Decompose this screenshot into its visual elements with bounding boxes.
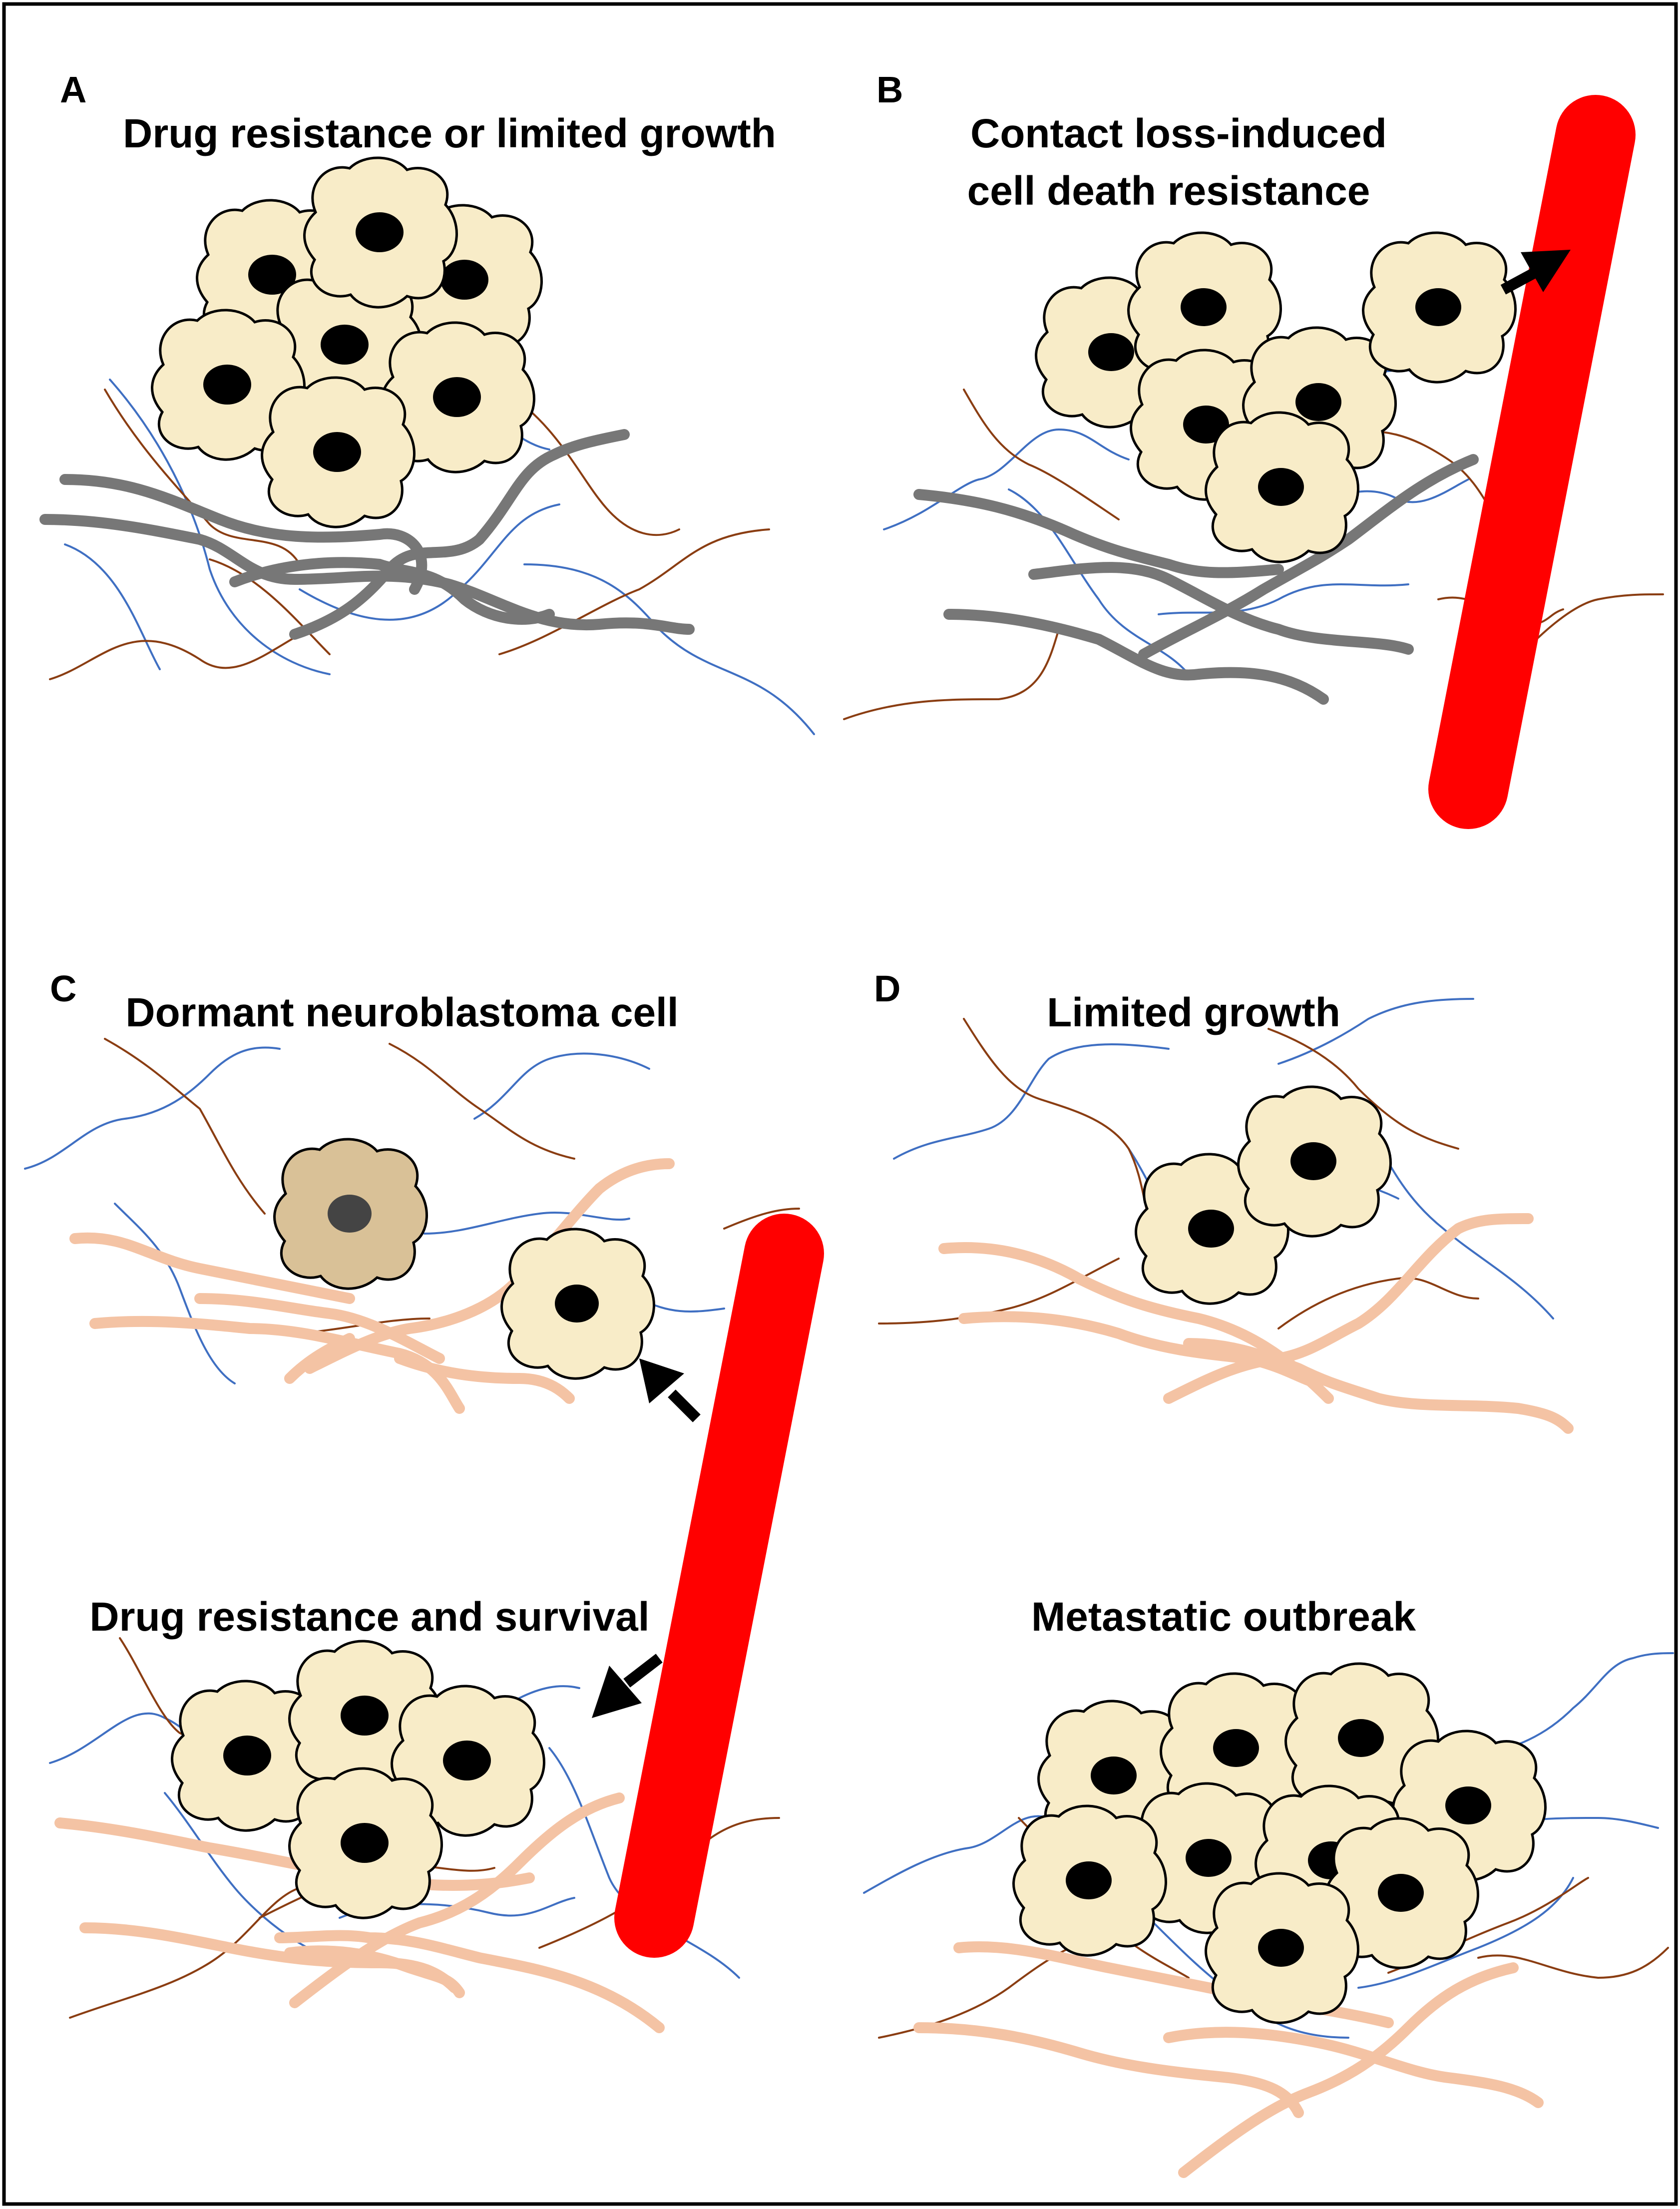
tumor-cell	[1039, 1701, 1191, 1850]
panel-a-title: Drug resistance or limited growth	[123, 111, 776, 156]
tumor-cell	[1131, 350, 1283, 499]
tumor-cell	[172, 1681, 325, 1830]
panel-b-title-line-1: Contact loss-induced	[970, 111, 1387, 156]
tumor-cell	[1239, 1087, 1391, 1236]
tumor-cell-cluster-d-small	[1136, 1087, 1391, 1304]
tumor-cell	[1244, 328, 1396, 477]
panel-a: A Drug resistance or limited growth	[39, 69, 815, 735]
tumor-cell-cluster-b	[1036, 233, 1516, 562]
blood-vessel-b	[1428, 95, 1636, 829]
extracellular-matrix-fibers-d-lower	[863, 1652, 1674, 2178]
tumor-cell	[392, 1686, 544, 1835]
tumor-cell	[1129, 233, 1281, 382]
panel-c: C Dormant neuroblastoma cell Drug resist…	[24, 968, 824, 2033]
dormant-neuroblastoma-cell	[275, 1139, 427, 1289]
tumor-cell	[197, 200, 350, 350]
tumor-cell	[290, 1768, 442, 1918]
tumor-cell	[502, 1229, 654, 1378]
panel-d-title: Limited growth	[1047, 990, 1340, 1035]
panel-d: D Limited growth Metastatic outbreak	[863, 968, 1674, 2178]
tumor-cell	[152, 310, 305, 459]
panel-c-lower-caption: Drug resistance and survival	[89, 1594, 649, 1640]
tumor-cell	[1036, 278, 1189, 427]
extracellular-matrix-fibers-c-lower	[49, 1637, 780, 2033]
panel-d-lower-caption: Metastatic outbreak	[1031, 1594, 1416, 1640]
blood-vessel-c	[614, 1214, 824, 1958]
tumor-cell	[382, 323, 534, 472]
extracellular-matrix-fibers-c-upper	[24, 1038, 800, 1414]
extravasation-arrow-icon	[592, 1654, 663, 1718]
tumor-cell	[1136, 1154, 1288, 1304]
panel-label-c: C	[50, 968, 76, 1009]
tumor-cell	[390, 205, 542, 355]
extravasation-arrow-icon	[639, 1358, 701, 1422]
tumor-cell	[270, 270, 422, 420]
tumor-cell-cluster-c	[172, 1641, 544, 1918]
detaching-tumor-cell	[1363, 233, 1516, 382]
tumor-cell-cluster-d-large	[1014, 1664, 1546, 2023]
extracellular-matrix-fibers-b	[843, 369, 1664, 720]
tumor-cell	[262, 378, 415, 527]
panel-b-title-line-2: cell death resistance	[967, 168, 1370, 214]
extracellular-matrix-fibers-a	[39, 359, 815, 735]
tumor-cell	[1286, 1664, 1438, 1813]
tumor-cell	[1206, 413, 1358, 562]
panel-label-a: A	[60, 69, 86, 110]
intravasation-arrow-icon	[1500, 250, 1571, 295]
tumor-cell	[1206, 1873, 1358, 2023]
tumor-cell	[305, 158, 457, 307]
tumor-cell	[1161, 1674, 1313, 1823]
tumor-cell	[1393, 1731, 1546, 1880]
panel-c-title: Dormant neuroblastoma cell	[125, 990, 678, 1035]
panel-label-b: B	[876, 69, 903, 110]
tumor-cell-cluster-a	[152, 158, 542, 527]
tumor-cell	[1014, 1806, 1166, 1955]
tumor-cell	[290, 1641, 442, 1790]
panel-b: B Contact loss-induced cell death resist…	[843, 69, 1664, 829]
extracellular-matrix-fibers-d-upper	[878, 998, 1574, 1434]
panel-label-d: D	[874, 968, 900, 1009]
tumor-cell	[1326, 1818, 1478, 1968]
tumor-cell	[1134, 1783, 1286, 1933]
